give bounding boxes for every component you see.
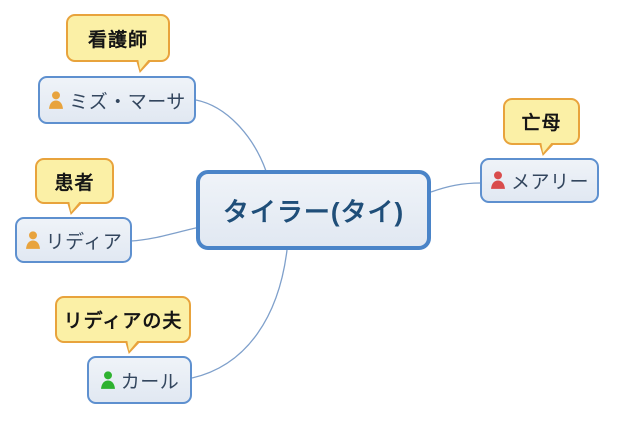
callout-lydias-husband-label: リディアの夫 — [63, 311, 183, 332]
node-martha-label: ミズ・マーサ — [69, 91, 186, 113]
callout-deceased-mother[interactable]: 亡母 — [503, 98, 580, 156]
node-carl-label: カール — [120, 371, 180, 393]
person-icon — [49, 90, 64, 109]
connector-center-mary — [430, 182, 482, 193]
callout-lydias-husband[interactable]: リディアの夫 — [55, 296, 191, 354]
node-tyler-label: タイラー(タイ) — [222, 196, 405, 227]
node-mary[interactable]: メアリー — [480, 158, 599, 203]
connector-lydia-center — [130, 226, 201, 242]
callout-nurse-label: 看護師 — [87, 29, 148, 51]
node-tyler-center[interactable]: タイラー(タイ) — [196, 170, 431, 250]
person-icon — [25, 230, 40, 249]
node-carl[interactable]: カール — [87, 356, 192, 404]
connector-carl-center — [191, 249, 288, 379]
node-mary-label: メアリー — [510, 172, 589, 193]
node-lydia[interactable]: リディア — [15, 217, 132, 263]
callout-patient-label: 患者 — [54, 172, 95, 194]
connector-martha-center — [195, 99, 267, 172]
callout-patient[interactable]: 患者 — [35, 158, 114, 215]
person-icon — [100, 370, 115, 389]
node-martha[interactable]: ミズ・マーサ — [38, 76, 196, 124]
node-lydia-label: リディア — [45, 231, 123, 253]
callout-nurse[interactable]: 看護師 — [66, 14, 170, 73]
callout-deceased-mother-label: 亡母 — [521, 113, 562, 134]
person-icon — [491, 171, 505, 189]
